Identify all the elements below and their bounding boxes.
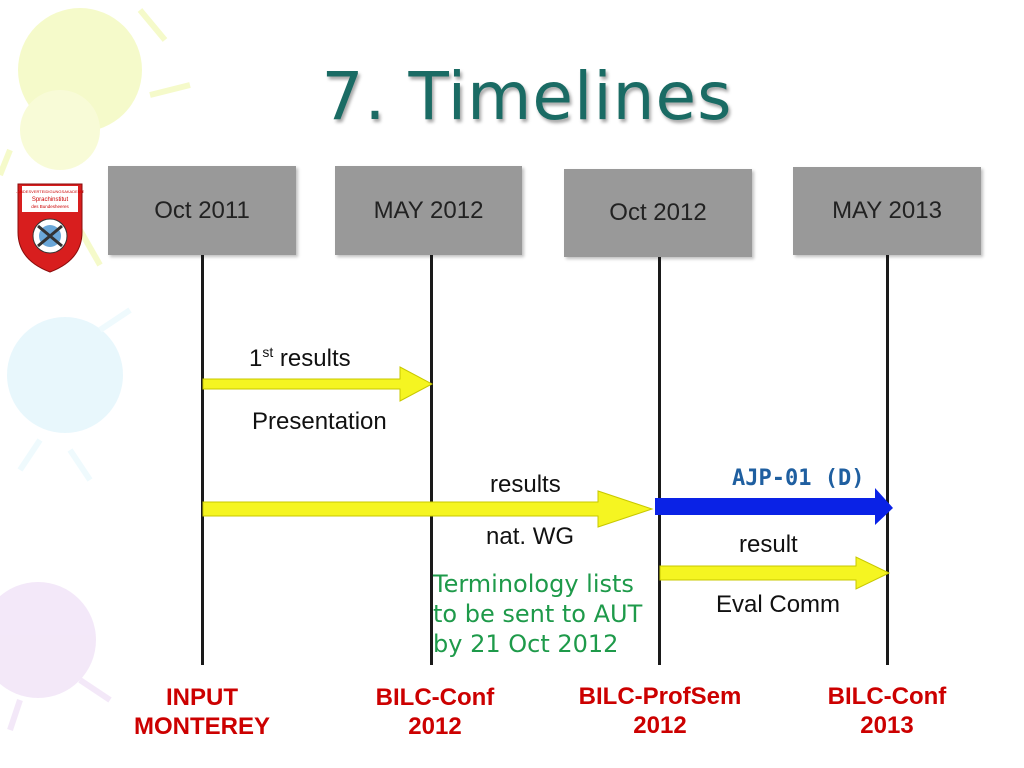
yellow-arrow <box>659 556 891 590</box>
note-line: Terminology lists <box>433 570 634 598</box>
page-title: 7. Timelines <box>321 58 733 135</box>
svg-text:LANDESVERTEIDIGUNGSAKADEMIE: LANDESVERTEIDIGUNGSAKADEMIE <box>16 189 84 194</box>
result-label: result <box>739 531 798 558</box>
presentation-label: Presentation <box>252 408 387 435</box>
timeline-line <box>430 255 433 665</box>
blue-arrow <box>655 488 893 525</box>
date-box: MAY 2012 <box>335 166 522 255</box>
svg-text:des Bundesheeres: des Bundesheeres <box>31 204 69 209</box>
svg-text:Sprachinstitut: Sprachinstitut <box>32 197 69 203</box>
first-results-label: 1st results <box>249 344 351 372</box>
nat-wg-label: nat. WG <box>486 523 575 550</box>
results-label: results <box>490 471 561 498</box>
date-box: MAY 2013 <box>793 167 981 255</box>
timeline-line <box>658 257 661 665</box>
date-box: Oct 2012 <box>564 169 752 257</box>
note-line: to be sent to AUT <box>433 600 643 628</box>
yellow-arrow <box>202 366 434 402</box>
note-line: by 21 Oct 2012 <box>433 630 619 658</box>
eval-comm-label: Eval Comm <box>716 591 841 618</box>
yellow-arrow <box>202 490 654 528</box>
timeline-line <box>201 255 204 665</box>
timeline-line <box>886 255 889 665</box>
ajp-label: AJP-01 (D) <box>732 466 865 491</box>
date-box: Oct 2011 <box>108 166 296 255</box>
terminology-note: Terminology lists to be sent to AUT by 2… <box>433 569 642 659</box>
institute-logo: LANDESVERTEIDIGUNGSAKADEMIE Sprachinstit… <box>15 182 85 274</box>
